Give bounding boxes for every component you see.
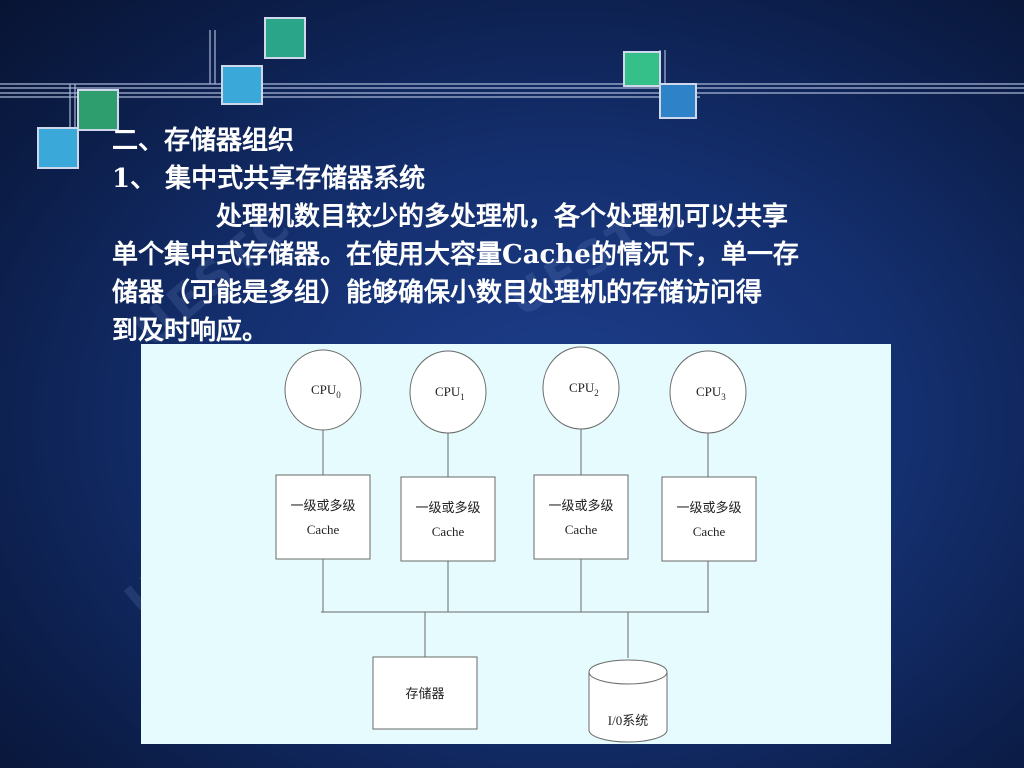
- cache-label-line1: 一级或多级: [415, 500, 480, 515]
- cache-box: 一级或多级 Cache: [275, 474, 371, 560]
- decorative-header-pattern: [0, 17, 1024, 169]
- cpu-node: CPU3: [669, 350, 747, 434]
- diagram-canvas: CPU0 CPU1 CPU2 CPU3 一级或多级 Cache 一级或多级 Ca…: [275, 346, 757, 743]
- io-system-cylinder: I/0系统: [588, 659, 668, 743]
- cache-box: 一级或多级 Cache: [661, 476, 757, 562]
- cache-box: 一级或多级 Cache: [400, 476, 496, 562]
- section-heading: 二、存储器组织: [112, 126, 295, 156]
- cache-label-line2: Cache: [693, 524, 726, 539]
- paragraph-line: 单个集中式存储器。在使用大容量Cache的情况下，单一存: [112, 240, 799, 270]
- cpu-label: CPU2: [569, 380, 599, 398]
- cpu-label: CPU1: [435, 384, 465, 402]
- cpu-node: CPU0: [284, 349, 362, 431]
- slide-text: 二、存储器组织 1、 集中式共享存储器系统 处理机数目较少的多处理机，各个处理机…: [112, 122, 997, 350]
- subsection-heading: 1、 集中式共享存储器系统: [112, 164, 426, 194]
- cpu-node: CPU2: [542, 346, 620, 430]
- cache-label-line2: Cache: [432, 524, 465, 539]
- cache-label-line1: 一级或多级: [548, 498, 613, 513]
- memory-label: 存储器: [405, 686, 444, 701]
- paragraph-line: 处理机数目较少的多处理机，各个处理机可以共享: [216, 202, 789, 232]
- cpu-label: CPU3: [696, 384, 726, 402]
- paragraph-line: 储器（可能是多组）能够确保小数目处理机的存储访问得: [112, 278, 763, 308]
- cache-label-line2: Cache: [565, 522, 598, 537]
- io-label: I/0系统: [608, 713, 648, 728]
- cache-label-line1: 一级或多级: [676, 500, 741, 515]
- cache-label-line1: 一级或多级: [290, 498, 355, 513]
- cpu-node: CPU1: [409, 350, 487, 434]
- cache-label-line2: Cache: [307, 522, 340, 537]
- memory-box: 存储器: [372, 656, 478, 730]
- cpu-label: CPU0: [311, 382, 341, 400]
- architecture-diagram: CPU0 CPU1 CPU2 CPU3 一级或多级 Cache 一级或多级 Ca…: [141, 344, 891, 744]
- paragraph-line: 到及时响应。: [112, 316, 269, 346]
- cache-box: 一级或多级 Cache: [533, 474, 629, 560]
